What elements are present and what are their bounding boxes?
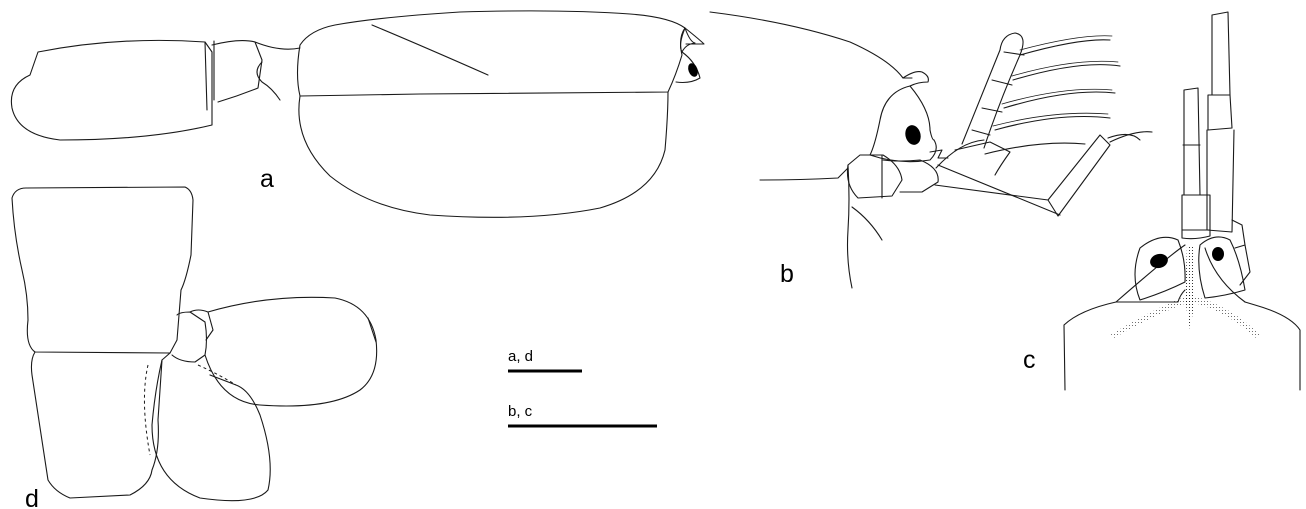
panel-label-b: b [780,260,794,288]
panel-c-drawing: c [1023,11,1301,391]
panel-b-drawing: b [709,11,1153,289]
scale-bar-label-bc: b, c [508,403,533,420]
panel-label-a: a [260,165,274,193]
panel-label-c: c [1023,346,1036,374]
panel-label-d: d [25,485,39,509]
scale-bar-group: a, d b, c [508,348,657,428]
panel-a-drawing: a [10,10,705,218]
panel-d-drawing: d [11,186,378,509]
scale-bar-label-ad: a, d [508,348,533,365]
